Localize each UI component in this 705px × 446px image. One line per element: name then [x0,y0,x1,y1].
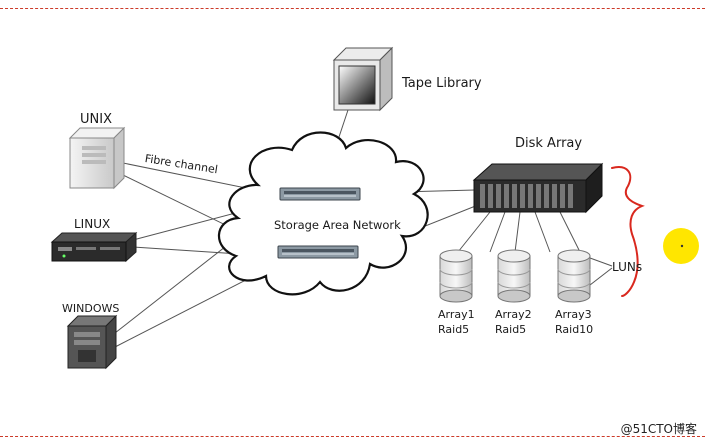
top-border [0,0,705,9]
array2-disk-icon [497,249,531,303]
array3-disk-icon [557,249,591,303]
link-diskarray-array2-a [489,211,506,253]
windows-label: WINDOWS [62,302,120,315]
watermark: @51CTO博客 [620,422,697,436]
link-luns-array3 [589,267,613,286]
unix-label: UNIX [80,112,112,127]
array2-name: Array2 [495,308,532,321]
cursor-dot [680,244,684,248]
fc-switch-top [279,187,361,201]
link-diskarray-array1 [457,211,491,253]
link-diskarray-array3-a [534,211,551,253]
linux-server-icon [50,231,138,263]
array3-raid: Raid10 [555,323,594,336]
bottom-border [0,436,705,446]
unix-server-icon [68,126,126,190]
link-diskarray-array2-b [514,211,521,253]
fc-switch-bottom [277,245,359,259]
tape-library-icon [332,46,394,112]
luns-label: LUNs [612,260,643,274]
windows-server-icon [66,314,118,370]
array1-disk-icon [439,249,473,303]
luns-brace-annotation [611,166,645,297]
array2-raid: Raid5 [495,323,527,336]
san-cloud [217,131,429,296]
link-luns-array1 [589,257,613,267]
array1-raid: Raid5 [438,323,470,336]
linux-label: LINUX [74,217,111,231]
array1-name: Array1 [438,308,475,321]
disk-array-label: Disk Array [515,136,583,151]
link-diskarray-array3-b [559,211,581,253]
san-label: Storage Area Network [274,218,401,232]
array3-name: Array3 [555,308,592,321]
tape-library-label: Tape Library [402,76,482,91]
disk-array-icon [472,162,604,214]
